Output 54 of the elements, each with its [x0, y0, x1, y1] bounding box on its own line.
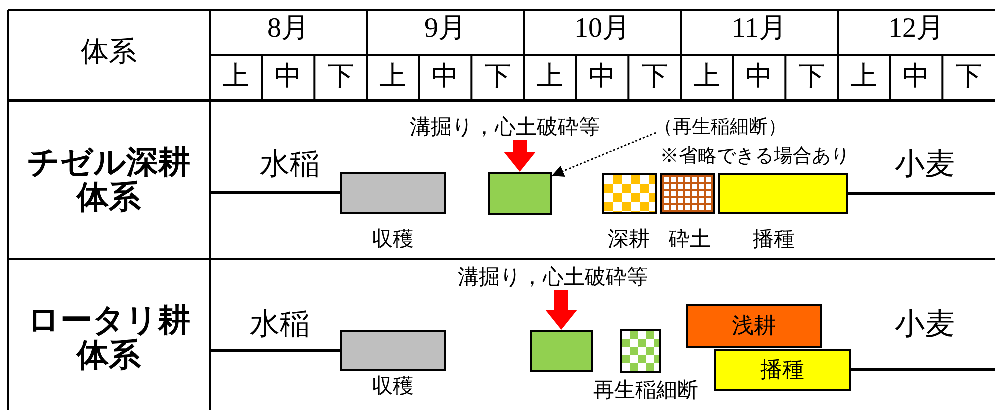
task-bar — [602, 173, 657, 214]
bar-label: 収穫 — [372, 228, 414, 252]
arrow — [546, 290, 578, 330]
task-bar — [620, 329, 661, 373]
row-header: ロータリ耕体系 — [26, 303, 192, 374]
timeline-line — [210, 192, 340, 194]
period-header: 上 — [536, 62, 564, 92]
period-header: 上 — [850, 62, 878, 92]
annotation-text: 溝掘り，心土破砕等 — [458, 266, 648, 290]
period-header: 上 — [222, 62, 250, 92]
annotation-text: （再生稲細断） — [654, 118, 787, 139]
bar-label: 収穫 — [372, 375, 414, 398]
task-bar: 播種 — [714, 349, 851, 391]
column-header: 体系 — [81, 38, 137, 69]
period-header: 中 — [275, 62, 302, 92]
bar-label: 播種 — [753, 228, 795, 252]
task-bar — [340, 172, 446, 214]
crop-label: 水稲 — [250, 308, 310, 341]
period-header: 下 — [798, 62, 826, 92]
note-text: ※省略できる場合あり — [660, 147, 850, 168]
crop-label: 水稲 — [260, 148, 320, 181]
period-header: 下 — [484, 62, 512, 92]
task-bar — [718, 173, 848, 214]
timeline-line — [848, 192, 995, 195]
row-header: チゼル深耕体系 — [26, 145, 192, 216]
bar-label: 砕土 — [669, 228, 711, 252]
period-header: 下 — [327, 62, 354, 92]
period-header: 上 — [380, 62, 407, 92]
period-header: 中 — [903, 62, 930, 92]
period-header: 上 — [694, 62, 721, 92]
leader-line — [552, 132, 656, 177]
task-bar: 浅耕 — [686, 304, 822, 348]
bar-label: 再生稲細断 — [594, 379, 698, 402]
month-header: 11月 — [732, 14, 787, 45]
task-bar — [530, 330, 593, 372]
task-bar — [660, 173, 715, 214]
month-header: 12月 — [888, 14, 944, 45]
month-header: 10月 — [574, 14, 630, 45]
period-header: 下 — [641, 62, 668, 92]
bar-label: 深耕 — [608, 228, 650, 252]
month-header: 8月 — [268, 14, 310, 45]
arrow — [504, 140, 536, 172]
month-header: 9月 — [424, 14, 466, 45]
task-bar — [488, 172, 552, 215]
period-header: 下 — [955, 62, 982, 92]
period-header: 中 — [589, 62, 616, 92]
period-header: 中 — [432, 62, 459, 92]
annotation-text: 溝掘り，心土破砕等 — [410, 116, 600, 140]
period-header: 中 — [746, 62, 773, 92]
timeline-line — [851, 368, 995, 372]
crop-label: 小麦 — [895, 148, 955, 181]
timeline-line — [210, 349, 340, 352]
crop-label: 小麦 — [895, 308, 955, 341]
task-bar — [340, 330, 446, 371]
